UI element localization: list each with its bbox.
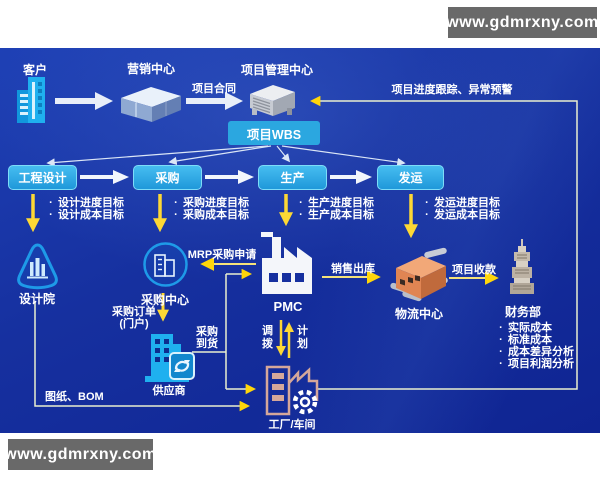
arrival-label: 采购 到货 <box>194 326 220 350</box>
mrp-request-label: MRP采购申请 <box>187 249 257 261</box>
bullet-icon: · <box>499 346 503 358</box>
supplier-label: 供应商 <box>152 385 186 397</box>
process-box-production: 生产 <box>258 165 327 190</box>
goal-list-production: · 生产进度目标 · 生产成本目标 <box>294 197 374 221</box>
watermark-bottom-text: www.gdmrxny.com <box>4 445 157 463</box>
arrival-line1: 采购 <box>196 326 218 338</box>
logistics-center-label: 物流中心 <box>394 307 443 321</box>
purchasing-center-label: 采购中心 <box>140 293 189 307</box>
goal-list-purchasing: · 采购进度目标 · 采购成本目标 <box>169 197 249 221</box>
arrival-line2: 到货 <box>196 338 218 350</box>
logistics-center-icon <box>388 247 450 305</box>
purchase-order-line2: (门户) <box>119 318 149 330</box>
arrow-contract-to-pmcenter <box>186 92 243 110</box>
wbs-link-engineering <box>46 145 269 167</box>
arrow-customer-to-marketing <box>55 92 113 110</box>
bullet-icon: · <box>49 197 53 209</box>
goal-design-progress: 设计进度目标 <box>58 197 124 209</box>
design-institute-icon <box>14 242 61 291</box>
process-box-shipping: 发运 <box>377 165 444 190</box>
bullet-icon: · <box>299 197 303 209</box>
bullet-icon: · <box>499 334 503 346</box>
factory-workshop-label: 工厂/车间 <box>268 419 316 431</box>
bullet-icon: · <box>174 209 178 221</box>
customer-building-icon <box>15 77 51 123</box>
bullet-icon: · <box>49 209 53 221</box>
allocation-label: 调拨 <box>262 325 273 350</box>
contract-label: 项目合同 <box>192 83 236 95</box>
project-wbs-box: 项目WBS <box>228 121 320 145</box>
process-box-purchasing-label: 采购 <box>155 171 180 185</box>
plan-label: 计划 <box>297 325 308 350</box>
finance-item-cost-variance: 成本差异分析 <box>508 346 574 358</box>
goal-list-design: · 设计进度目标 · 设计成本目标 <box>44 197 124 221</box>
wbs-link-purchasing <box>168 145 272 166</box>
arrow-production-to-shipping <box>330 170 372 184</box>
purchase-order-line1: 采购订单 <box>112 306 156 318</box>
pm-center-icon <box>247 83 297 120</box>
goal-shipping-cost: 发运成本目标 <box>434 209 500 221</box>
goal-design-cost: 设计成本目标 <box>58 209 124 221</box>
purchase-order-label: 采购订单 (门户) <box>110 306 158 330</box>
goal-purchasing-cost: 采购成本目标 <box>183 209 249 221</box>
wbs-link-production <box>276 145 291 163</box>
line-drawings-bom <box>34 302 251 412</box>
finance-dept-label: 财务部 <box>504 305 541 319</box>
line-progress-feedback <box>309 95 578 390</box>
bullet-icon: · <box>499 358 503 370</box>
bullet-icon: · <box>499 322 503 334</box>
bullet-icon: · <box>425 209 429 221</box>
supplier-icon <box>143 324 195 384</box>
purchasing-center-icon <box>142 241 189 288</box>
sales-outbound-label: 销售出库 <box>331 263 375 275</box>
wbs-link-shipping <box>281 145 406 167</box>
finance-items-list: · 实际成本 · 标准成本 · 成本差异分析 · 项目利润分析 <box>494 322 574 370</box>
finance-item-profit-analysis: 项目利润分析 <box>508 358 574 370</box>
factory-workshop-icon <box>263 361 323 418</box>
pmc-factory-icon <box>257 232 315 295</box>
arrow-purchasing-to-production <box>205 170 254 184</box>
goal-production-cost: 生产成本目标 <box>308 209 374 221</box>
bullet-icon: · <box>425 197 429 209</box>
process-box-shipping-label: 发运 <box>398 171 423 185</box>
project-wbs-label: 项目WBS <box>246 127 302 142</box>
goal-shipping-progress: 发运进度目标 <box>434 197 500 209</box>
process-box-purchasing: 采购 <box>133 165 202 190</box>
bullet-icon: · <box>299 209 303 221</box>
watermark-bottom: www.gdmrxny.com <box>4 439 156 470</box>
marketing-center-icon <box>120 83 182 123</box>
design-institute-label: 设计院 <box>18 292 55 306</box>
finance-item-standard-cost: 标准成本 <box>508 334 552 346</box>
process-box-engineering-label: 工程设计 <box>18 171 67 185</box>
drawings-bom-label: 图纸、BOM <box>45 391 104 403</box>
goal-purchasing-progress: 采购进度目标 <box>183 197 249 209</box>
goal-list-shipping: · 发运进度目标 · 发运成本目标 <box>420 197 500 221</box>
customer-label: 客户 <box>22 63 47 77</box>
diagram-background <box>0 48 600 433</box>
watermark-top-text: www.gdmrxny.com <box>446 13 599 31</box>
finance-tower-icon <box>506 239 538 295</box>
arrow-engineering-to-purchasing <box>80 170 129 184</box>
marketing-center-label: 营销中心 <box>126 62 175 76</box>
bullet-icon: · <box>174 197 178 209</box>
goal-production-progress: 生产进度目标 <box>308 197 374 209</box>
feedback-label: 项目进度跟踪、异常预警 <box>391 84 513 96</box>
process-box-engineering: 工程设计 <box>8 165 77 190</box>
finance-item-actual-cost: 实际成本 <box>508 322 552 334</box>
project-collection-label: 项目收款 <box>452 264 496 276</box>
pmc-label: PMC <box>273 299 303 314</box>
process-box-production-label: 生产 <box>280 171 305 185</box>
watermark-top: www.gdmrxny.com <box>446 7 599 38</box>
pm-center-label: 项目管理中心 <box>240 63 313 77</box>
